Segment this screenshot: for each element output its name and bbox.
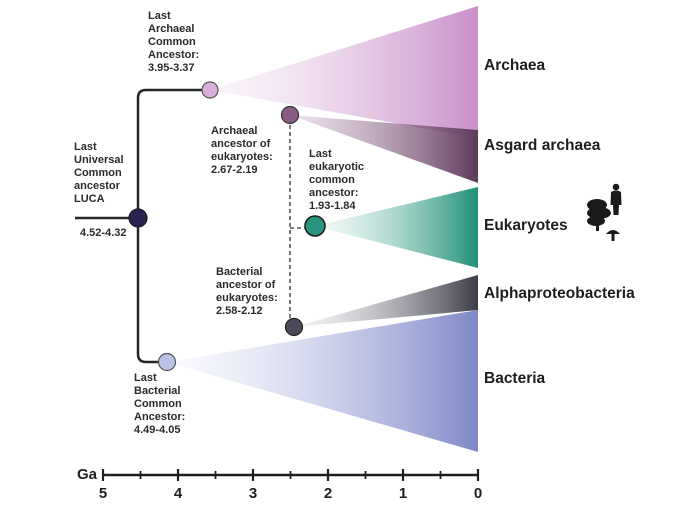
asgard-archaea-cone xyxy=(290,115,478,183)
axis-tick-label: 3 xyxy=(248,485,258,502)
group-label-archaea: Archaea xyxy=(484,57,546,74)
axis-tick-label: 5 xyxy=(98,485,108,502)
group-label-bacteria: Bacteria xyxy=(484,370,546,387)
archaeal-lca-node xyxy=(201,81,219,99)
bacterial-lca-node xyxy=(157,352,177,372)
axis-tick-label: 2 xyxy=(323,485,333,502)
axis-tick-label: 1 xyxy=(398,485,408,502)
bacterial-branch xyxy=(136,218,167,364)
archaeal-branch xyxy=(136,88,210,218)
axis-tick-label: 0 xyxy=(473,485,483,502)
luca-age-label: 4.52-4.32 xyxy=(80,227,127,239)
time-axis-ticks xyxy=(101,469,480,481)
eukaryotes-cone xyxy=(315,187,478,268)
group-label-eukaryotes: Eukaryotes xyxy=(484,217,568,234)
axis-tick-label: 4 xyxy=(173,485,183,502)
luca-label: Last Universal Common ancestor LUCA xyxy=(74,141,124,205)
bacterial-eukaryote-ancestor-node xyxy=(284,317,304,337)
archaeal-eukaryote-ancestor-node xyxy=(280,105,300,125)
tree-icon xyxy=(587,199,611,231)
leca-node xyxy=(304,215,326,237)
archaea-cone xyxy=(210,6,478,138)
bacterial-lca-label: Last Bacterial Common Ancestor: 4.49-4.0… xyxy=(134,372,186,436)
archaeal-eukaryote-ancestor-label: Archaeal ancestor of eukaryotes: 2.67-2.… xyxy=(211,125,273,176)
bacteria-cone xyxy=(167,310,478,452)
luca-node xyxy=(128,208,148,228)
archaeal-lca-label: Last Archaeal Common Ancestor: 3.95-3.37 xyxy=(148,10,200,74)
leca-label: Last eukaryotic common ancestor: 1.93-1.… xyxy=(309,148,365,212)
bacterial-eukaryote-ancestor-label: Bacterial ancestor of eukaryotes: 2.58-2… xyxy=(216,266,278,317)
human-silhouette-icon xyxy=(610,183,622,215)
group-label-alphaproteobacteria: Alphaproteobacteria xyxy=(484,285,635,302)
axis-unit-label: Ga xyxy=(77,466,98,483)
group-label-asgard-archaea: Asgard archaea xyxy=(484,137,601,154)
alphaproteobacteria-cone xyxy=(294,275,478,327)
mushroom-icon xyxy=(606,230,620,241)
